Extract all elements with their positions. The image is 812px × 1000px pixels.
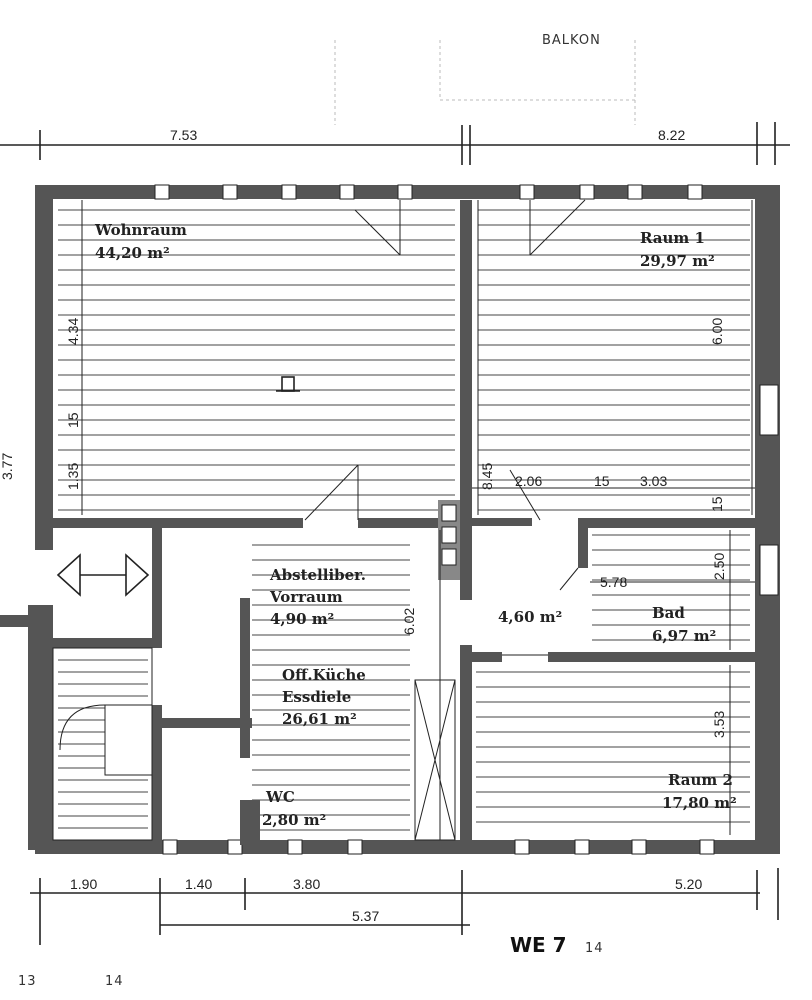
room-flur-area: 4,60 m²: [498, 608, 562, 626]
dim-845: 8.45: [479, 463, 495, 490]
room-raum2-area: 17,80 m²: [662, 794, 737, 812]
hatch-kueche: [252, 544, 410, 831]
corner-number-14: 14: [105, 974, 124, 989]
dim-190: 1.90: [70, 876, 97, 892]
dim-602: 6.02: [401, 608, 417, 635]
dim-left-15: 15: [65, 412, 81, 428]
dim-206: 2.06: [515, 473, 542, 489]
dim-top-right: 8.22: [658, 127, 685, 143]
room-raum2-name: Raum 2: [668, 771, 733, 789]
dim-250: 2.50: [711, 553, 727, 580]
floor-hatching: [58, 209, 750, 831]
dim-135: 1.35: [65, 463, 81, 490]
shaft: [441, 504, 457, 566]
hatch-wohnraum: [58, 209, 455, 511]
room-wohnraum-name: Wohnraum: [94, 221, 187, 239]
dim-15b: 15: [709, 496, 725, 512]
corner-number-13: 13: [18, 974, 37, 989]
staircase: [52, 647, 153, 841]
room-abstell-area: 4,90 m²: [270, 610, 334, 628]
bottom-dimension-lines: [30, 868, 779, 945]
interior-walls: [53, 200, 758, 845]
dim-15: 15: [594, 473, 610, 489]
dim-537: 5.37: [352, 908, 379, 924]
top-dimension-line: [0, 122, 790, 165]
dim-380: 3.80: [293, 876, 320, 892]
room-wohnraum-area: 44,20 m²: [95, 244, 170, 262]
unit-note: 14: [585, 941, 604, 956]
dim-600: 6.00: [709, 318, 725, 345]
dim-top-left: 7.53: [170, 127, 197, 143]
unit-title: WE 7: [510, 933, 567, 957]
room-wc-area: 2,80 m²: [262, 811, 326, 829]
dim-303: 3.03: [640, 473, 667, 489]
room-abstell-name1: Abstelliber.: [269, 566, 366, 584]
dim-140: 1.40: [185, 876, 212, 892]
dim-434: 4.34: [65, 318, 81, 345]
kitchen-cabinet: [414, 679, 456, 841]
dim-578: 5.78: [600, 574, 627, 590]
room-raum1-area: 29,97 m²: [640, 252, 715, 270]
room-bad-name: Bad: [652, 604, 685, 622]
room-kueche-name2: Essdiele: [282, 688, 351, 706]
dim-353: 3.53: [711, 711, 727, 738]
entrance-arrows: [56, 553, 150, 597]
inner-dimension-lines: [81, 200, 755, 840]
balcony-outline: [334, 40, 636, 125]
doors: [304, 199, 586, 656]
room-kueche-area: 26,61 m²: [282, 710, 357, 728]
window-markers: [154, 184, 779, 855]
hatch-raum1: [478, 209, 750, 511]
room-raum1-name: Raum 1: [640, 229, 705, 247]
room-abstell-name2: Vorraum: [269, 588, 343, 606]
balcony-label: BALKON: [542, 33, 601, 48]
room-wc-name: WC: [265, 788, 295, 806]
dim-left-edge: 3.77: [0, 453, 15, 480]
hatch-bad: [592, 534, 750, 641]
room-bad-area: 6,97 m²: [652, 627, 716, 645]
hatch-raum2: [476, 671, 750, 823]
ceiling-outlet: [276, 376, 300, 392]
room-kueche-name1: Off.Küche: [282, 666, 366, 684]
dim-520: 5.20: [675, 876, 702, 892]
